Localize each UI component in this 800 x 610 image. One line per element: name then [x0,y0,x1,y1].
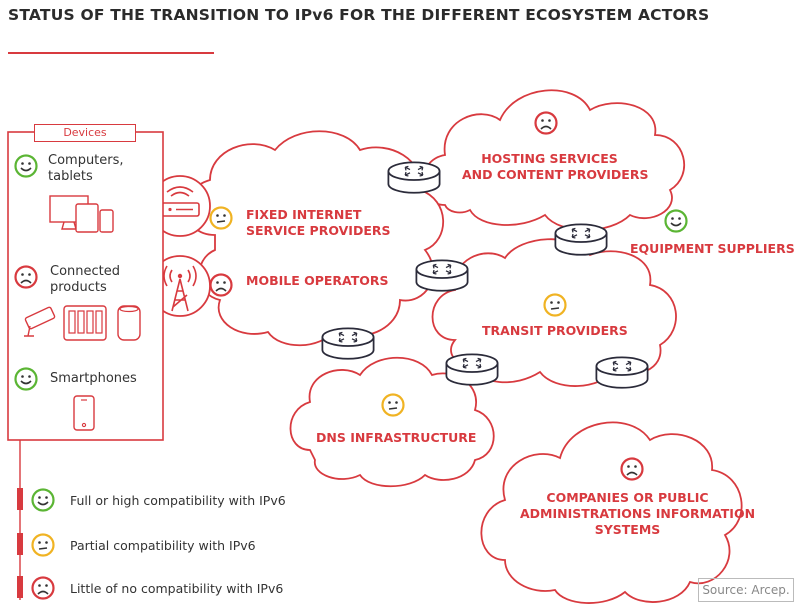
happy-face-icon [14,367,38,391]
neutral-face-icon [543,293,567,317]
legend-neutral-face-icon [31,533,55,557]
label-hosting: HOSTING SERVICES AND CONTENT PROVIDERS [462,151,649,183]
smart-speaker-icon [117,305,141,341]
router-icon [595,356,649,389]
label-mobile-operators: MOBILE OPERATORS [246,273,389,288]
device-label-line: tablets [48,169,93,184]
legend-partial: Partial compatibility with IPv6 [70,538,256,553]
neutral-face-icon [381,393,405,417]
fixed-internet-icon [149,175,211,237]
router-icon [554,223,608,256]
camera-icon [24,306,56,337]
device-label-computers: Computers, tablets [48,153,124,185]
router-icon [321,327,375,360]
legend-happy-face-icon [31,488,55,512]
device-label-connected: Connected products [50,264,120,296]
neutral-face-icon [209,206,233,230]
legend-sad-face-icon [31,576,55,600]
device-label-line: Connected [50,264,121,279]
sad-face-icon [620,457,644,481]
sad-face-icon [534,111,558,135]
happy-face-icon [14,154,38,178]
happy-face-icon [664,209,688,233]
device-label-line: products [50,280,107,295]
router-icon [445,353,499,386]
devices-header: Devices [34,124,136,142]
smartphone-icon [73,395,95,431]
phone-small-icon [99,209,114,233]
cloud-companies [480,421,743,604]
device-label-line: Computers, [48,153,124,168]
label-companies: COMPANIES OR PUBLIC ADMINISTRATIONS INFO… [520,490,756,538]
device-label-smartphones: Smartphones [50,371,137,386]
label-line: FIXED INTERNET [246,207,362,222]
legend-marker-little [17,576,23,598]
label-transit-providers: TRANSIT PROVIDERS [482,323,628,338]
cloud-fixed-mobile [185,130,445,347]
tablet-icon [75,203,99,233]
legend-full: Full or high compatibility with IPv6 [70,493,286,508]
sad-face-icon [209,273,233,297]
page-title: STATUS OF THE TRANSITION TO IPv6 FOR THE… [8,6,710,24]
label-line: COMPANIES OR PUBLIC [546,490,709,505]
label-line: HOSTING SERVICES [481,151,618,166]
label-line: SERVICE PROVIDERS [246,223,391,238]
router-icon [387,161,441,194]
sad-face-icon [14,265,38,289]
legend-marker-partial [17,533,23,555]
label-dns-infrastructure: DNS INFRASTRUCTURE [316,430,477,445]
label-fixed-isp: FIXED INTERNET SERVICE PROVIDERS [246,207,391,239]
label-line: ADMINISTRATIONS INFORMATION [520,506,756,521]
title-rule [8,52,214,54]
source-note: Source: Arcep. [698,578,794,602]
legend-little: Little of no compatibility with IPv6 [70,581,284,596]
label-line: AND CONTENT PROVIDERS [462,167,649,182]
cloud-hosting [421,89,686,231]
nas-icon [63,305,107,341]
legend-marker-full [17,488,23,510]
cloud-dns [289,356,495,488]
label-line: SYSTEMS [594,522,661,537]
label-equipment-suppliers: EQUIPMENT SUPPLIERS [630,241,795,256]
router-icon [415,259,469,292]
